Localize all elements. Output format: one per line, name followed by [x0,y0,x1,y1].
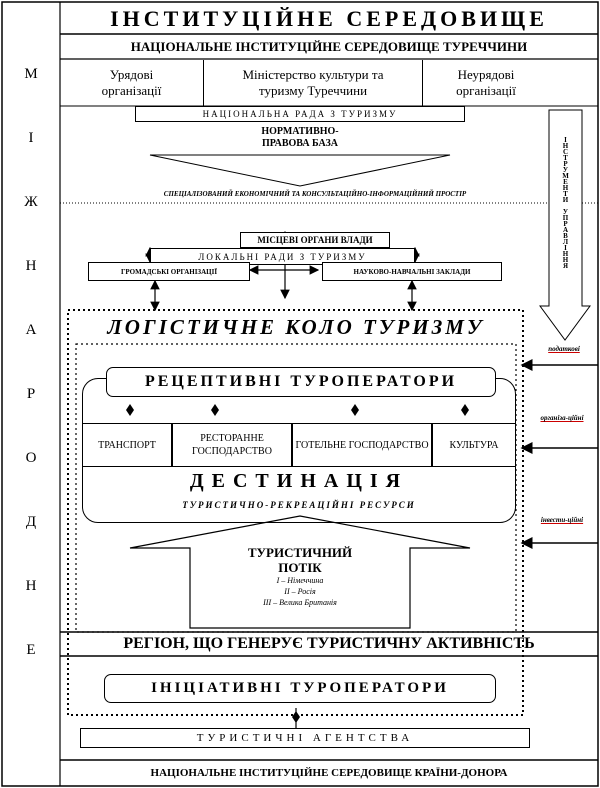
national-council: НАЦІОНАЛЬНА РАДА З ТУРИЗМУ [135,106,465,122]
side-letters: М І Ж Н А Р О Д Н Е [2,60,60,700]
flow-item-3: III – Велика Британія [263,598,337,607]
side-letter: Р [26,386,36,402]
ministry: Міністерство культури та туризму Туреччи… [203,60,423,106]
resources: ТУРИСТИЧНО-РЕКРЕАЦІЙНІ РЕСУРСИ [182,500,416,510]
legal-base: НОРМАТИВНО-ПРАВОВА БАЗА [261,126,339,149]
side-letter: Н [25,258,37,274]
gov-orgs: Урядові організації [101,67,162,98]
logistic-circle-title: ЛОГІСТИЧНЕ КОЛО ТУРИЗМУ [107,314,485,339]
travel-agencies: ТУРИСТИЧНІ АГЕНТСТВА [80,728,530,748]
science-institutions: НАУКОВО-НАВЧАЛЬНІ ЗАКЛАДИ [322,262,502,281]
side-letter: Д [25,514,37,530]
destination-title: ДЕСТИНАЦІЯ [189,469,409,492]
public-orgs: ГРОМАДСЬКІ ОРГАНІЗАЦІЇ [88,262,250,281]
local-councils: ЛОКАЛЬНІ РАДИ З ТУРИЗМУ [150,248,415,265]
tourist-flow-title: ТУРИСТИЧНИЙ ПОТІК [247,545,353,575]
initiative-operators: ІНІЦІАТИВНІ ТУРОПЕРАТОРИ [104,674,496,703]
instruments-label: ІНСТРУМЕНТИ УПРАВЛІННЯ [561,136,570,268]
label-tax: податкові [548,345,580,353]
service-restaurant: РЕСТОРАННЕ ГОСПОДАРСТВО [172,423,292,467]
side-letter: Н [25,578,37,594]
side-letter: М [24,66,38,82]
national-env-donor: НАЦІОНАЛЬНЕ ІНСТИТУЦІЙНЕ СЕРЕДОВИЩЕ КРАЇ… [150,766,508,779]
local-authorities: МІСЦЕВІ ОРГАНИ ВЛАДИ [240,232,390,248]
specialized-space: СПЕЦІАЛІЗОВАНИЙ ЕКОНОМІЧНИЙ ТА КОНСУЛЬТА… [163,190,467,198]
generating-region: РЕГІОН, ЩО ГЕНЕРУЄ ТУРИСТИЧНУ АКТИВНІСТЬ [123,635,535,652]
side-letter: Е [26,642,36,658]
nongov-orgs: Неурядові організації [456,67,516,98]
label-org: організа-ційні [540,414,584,422]
side-letter: Ж [24,194,38,210]
side-letter: О [25,450,37,466]
label-invest: інвести-ційні [540,516,584,524]
tourist-flow: ТУРИСТИЧНИЙ ПОТІК I – Німеччина II – Рос… [190,545,410,627]
flow-item-1: I – Німеччина [276,576,324,585]
service-hotel: ГОТЕЛЬНЕ ГОСПОДАРСТВО [292,423,432,467]
flow-item-2: II – Росія [284,587,316,596]
side-letter: І [28,130,34,146]
page-title: ІНСТИТУЦІЙНЕ СЕРЕДОВИЩЕ [110,5,548,31]
side-letter: А [25,322,37,338]
receptive-operators: РЕЦЕПТИВНІ ТУРОПЕРАТОРИ [106,367,496,397]
national-env-turkey: НАЦІОНАЛЬНЕ ІНСТИТУЦІЙНЕ СЕРЕДОВИЩЕ ТУРЕ… [130,38,528,54]
service-culture: КУЛЬТУРА [432,423,516,467]
service-transport: ТРАНСПОРТ [82,423,172,467]
